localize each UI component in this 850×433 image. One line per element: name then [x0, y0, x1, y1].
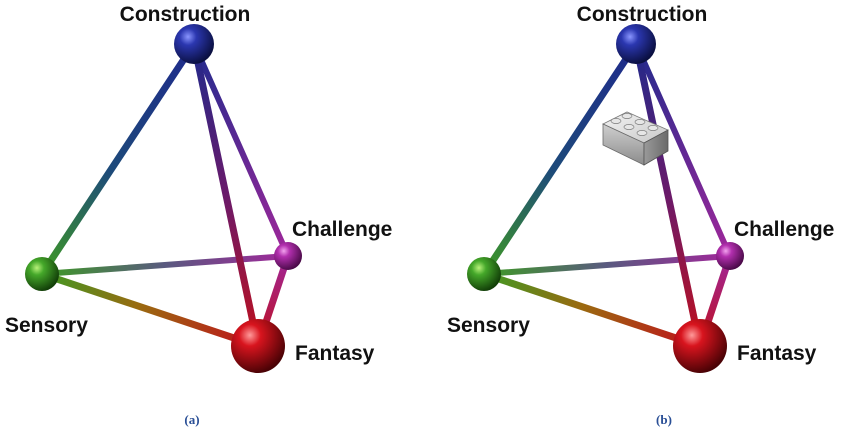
- edge-sensory-challenge: [481, 253, 733, 277]
- panel-a: Construction Challenge Sensory Fantasy (…: [5, 3, 392, 427]
- edge-construction-challenge: [191, 41, 291, 259]
- node-fantasy-sphere: [673, 319, 727, 373]
- edge-sensory-challenge: [39, 253, 291, 277]
- edge-construction-sensory: [38, 40, 198, 278]
- edge-sensory-fantasy: [480, 270, 704, 350]
- label-challenge: Challenge: [292, 218, 392, 241]
- label-construction: Construction: [120, 3, 251, 26]
- node-challenge-sphere: [274, 242, 302, 270]
- edge-construction-fantasy: [632, 40, 704, 350]
- node-sensory-sphere: [25, 257, 59, 291]
- label-construction: Construction: [577, 3, 708, 26]
- node-construction-sphere: [616, 24, 656, 64]
- tetrahedron-edges: [38, 40, 292, 350]
- node-challenge-sphere: [716, 242, 744, 270]
- tetrahedron-edges: [480, 40, 734, 350]
- edge-sensory-fantasy: [38, 270, 262, 350]
- label-sensory: Sensory: [5, 314, 88, 337]
- node-sensory-sphere: [467, 257, 501, 291]
- label-sensory: Sensory: [447, 314, 530, 337]
- label-challenge: Challenge: [734, 218, 834, 241]
- edge-construction-sensory: [480, 40, 640, 278]
- node-fantasy-sphere: [231, 319, 285, 373]
- panel-caption-a: (a): [184, 412, 199, 427]
- label-fantasy: Fantasy: [737, 342, 817, 365]
- node-construction-sphere: [174, 24, 214, 64]
- edge-construction-challenge: [633, 41, 733, 259]
- tetrahedron-nodes: [25, 24, 302, 373]
- panel-b: Construction Challenge Sensory Fantasy (…: [447, 3, 834, 427]
- label-fantasy: Fantasy: [295, 342, 375, 365]
- lego-brick-icon: [602, 111, 669, 166]
- tetrahedron-nodes: [467, 24, 744, 373]
- edge-construction-fantasy: [190, 40, 262, 350]
- panel-caption-b: (b): [656, 412, 672, 427]
